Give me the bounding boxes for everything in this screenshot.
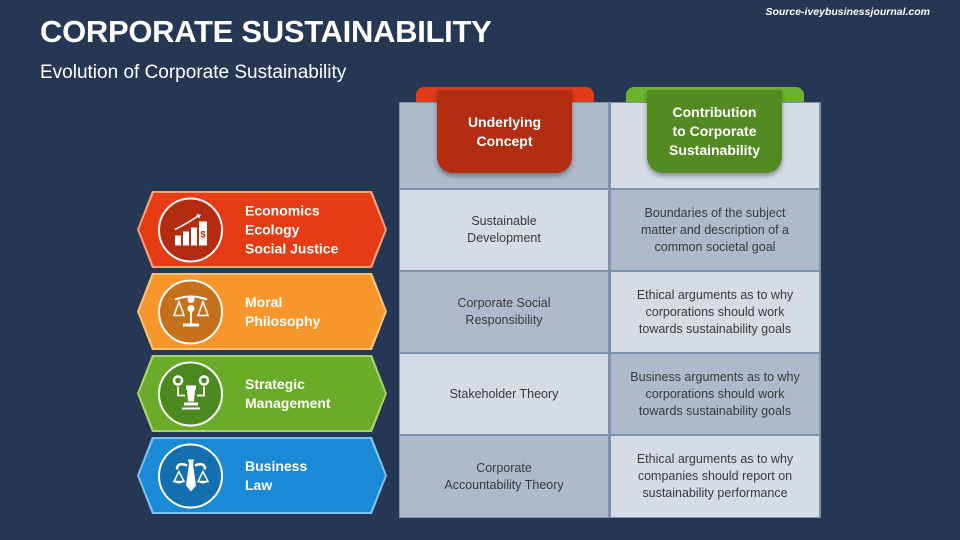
discipline-economics-ecology-social-justice: $ Economics Ecology Social Justice	[137, 191, 387, 268]
strategy-chess-gears-icon	[158, 361, 223, 426]
page-subtitle: Evolution of Corporate Sustainability	[40, 62, 347, 83]
law-scale-tie-icon	[158, 443, 223, 508]
discipline-label: Strategic Management	[245, 375, 331, 411]
balance-scale-icon	[158, 279, 223, 344]
svg-text:$: $	[200, 230, 205, 240]
discipline-moral-philosophy: Moral Philosophy	[137, 273, 387, 350]
concept-cell: Stakeholder Theory	[400, 354, 608, 434]
discipline-label: Economics Ecology Social Justice	[245, 202, 339, 256]
discipline-label: Business Law	[245, 457, 308, 493]
discipline-strategic-management: Strategic Management	[137, 355, 387, 432]
source-credit: Source-iveybusinessjournal.com	[765, 6, 930, 18]
page-title: CORPORATE SUSTAINABILITY	[40, 14, 492, 49]
discipline-label: Moral Philosophy	[245, 293, 321, 329]
growth-chart-dollar-icon: $	[158, 197, 223, 262]
discipline-business-law: Business Law	[137, 437, 387, 514]
